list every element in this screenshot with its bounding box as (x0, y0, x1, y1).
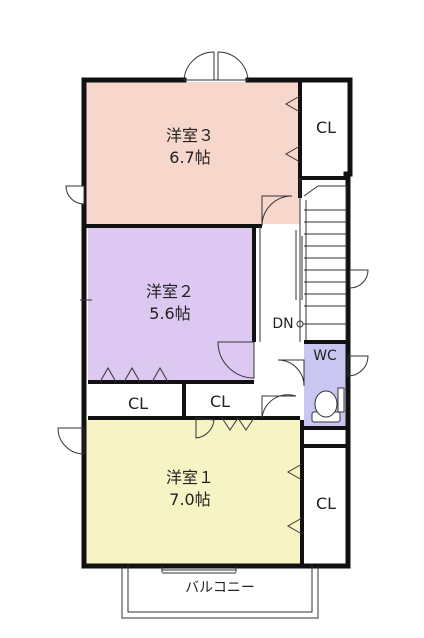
interior-walls (86, 82, 346, 564)
door-swings (57, 185, 369, 455)
balcony-label: バルコニー (185, 580, 255, 596)
stairs-dn-label: DN (272, 316, 294, 332)
room1-fill (86, 420, 302, 564)
room3-fill (86, 82, 300, 224)
closet-fold-doors (99, 95, 303, 535)
room2-size: 5.6帖 (149, 304, 191, 323)
closet-mid-left-label: CL (127, 394, 149, 413)
toilet-icon (311, 387, 345, 423)
stairs (303, 185, 347, 340)
room2-fill (88, 228, 254, 382)
room3-size: 6.7帖 (169, 148, 211, 167)
thin-lines (259, 178, 303, 342)
room1-name: 洋室１ (165, 468, 214, 487)
balcony-outline (121, 566, 319, 619)
window-marks (80, 299, 237, 574)
closet-top-label: CL (315, 118, 337, 137)
room1-size: 7.0帖 (169, 490, 211, 509)
closet-bottom-label: CL (315, 494, 337, 513)
room3-name: 洋室３ (165, 126, 214, 145)
wc-label: WC (313, 348, 337, 364)
top-double-door (183, 51, 249, 81)
closet-mid-right-label: CL (209, 392, 231, 411)
room2-name: 洋室２ (145, 282, 194, 301)
